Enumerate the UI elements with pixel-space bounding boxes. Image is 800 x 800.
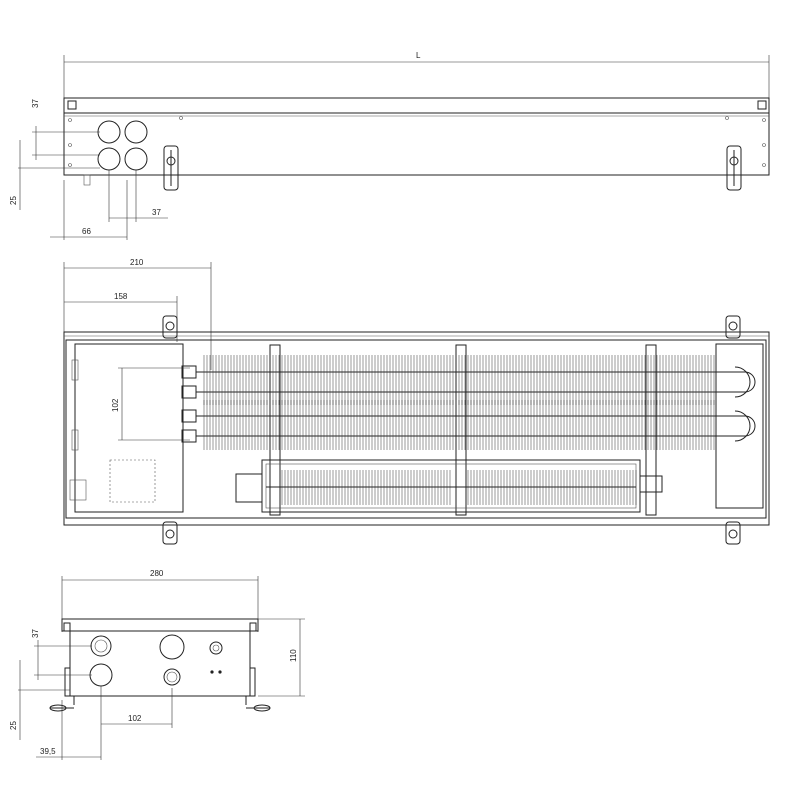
support-bracket	[455, 344, 467, 516]
fan-motor	[235, 473, 263, 503]
dim-66: 66	[82, 227, 91, 236]
dim-158: 158	[114, 292, 128, 301]
dim-280: 280	[150, 569, 164, 578]
support-bracket	[645, 344, 657, 516]
dim-37-vertical: 37	[31, 99, 40, 108]
pipe-port	[97, 120, 121, 144]
pipe-connections	[181, 365, 197, 443]
leveling-foot	[245, 696, 271, 712]
dim-25-end: 25	[9, 721, 18, 730]
electronic-module	[109, 459, 156, 503]
pipe-port	[89, 663, 113, 687]
housing-outline	[63, 331, 770, 526]
pipe-port	[97, 147, 121, 171]
pipe-port	[159, 634, 185, 660]
side-view: L 37 25	[9, 51, 770, 240]
heat-exchanger	[196, 355, 756, 451]
mounting-foot	[725, 521, 741, 545]
adjustable-foot	[163, 145, 179, 191]
mounting-foot	[162, 315, 178, 339]
tangential-fan	[235, 459, 663, 513]
end-cap	[715, 343, 764, 509]
pipe-port	[90, 635, 112, 657]
dim-102: 102	[111, 398, 120, 412]
control-panel	[74, 343, 184, 513]
plan-view: 210 158 102	[63, 258, 770, 545]
cable-gland	[209, 641, 223, 655]
pipe-port	[124, 120, 148, 144]
end-view: 280 110	[9, 569, 305, 760]
mounting-foot	[162, 521, 178, 545]
length-label: L	[416, 51, 421, 60]
housing-body	[63, 112, 770, 176]
dim-37-horizontal: 37	[152, 208, 161, 217]
grille-frame	[63, 97, 770, 114]
pipe-port	[124, 147, 148, 171]
adjustable-foot	[726, 145, 742, 191]
dim-102-end: 102	[128, 714, 142, 723]
support-bracket	[269, 344, 281, 516]
dim-210: 210	[130, 258, 144, 267]
end-housing	[69, 630, 251, 697]
dim-37-end: 37	[31, 629, 40, 638]
mounting-foot	[725, 315, 741, 339]
pipe-port	[163, 668, 181, 686]
dim-25: 25	[9, 196, 18, 205]
dim-110: 110	[289, 649, 298, 662]
dim-39-5: 39,5	[40, 747, 56, 756]
